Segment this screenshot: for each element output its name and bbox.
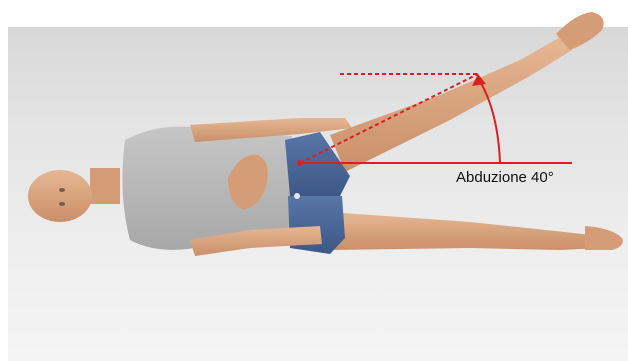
shorts-button (294, 193, 300, 199)
hip-joint-dot (297, 160, 303, 166)
head (28, 168, 120, 222)
left-leg (330, 12, 604, 172)
right-leg (330, 212, 623, 250)
abduction-label: Abduzione 40° (456, 169, 554, 186)
right-foot (585, 226, 623, 250)
